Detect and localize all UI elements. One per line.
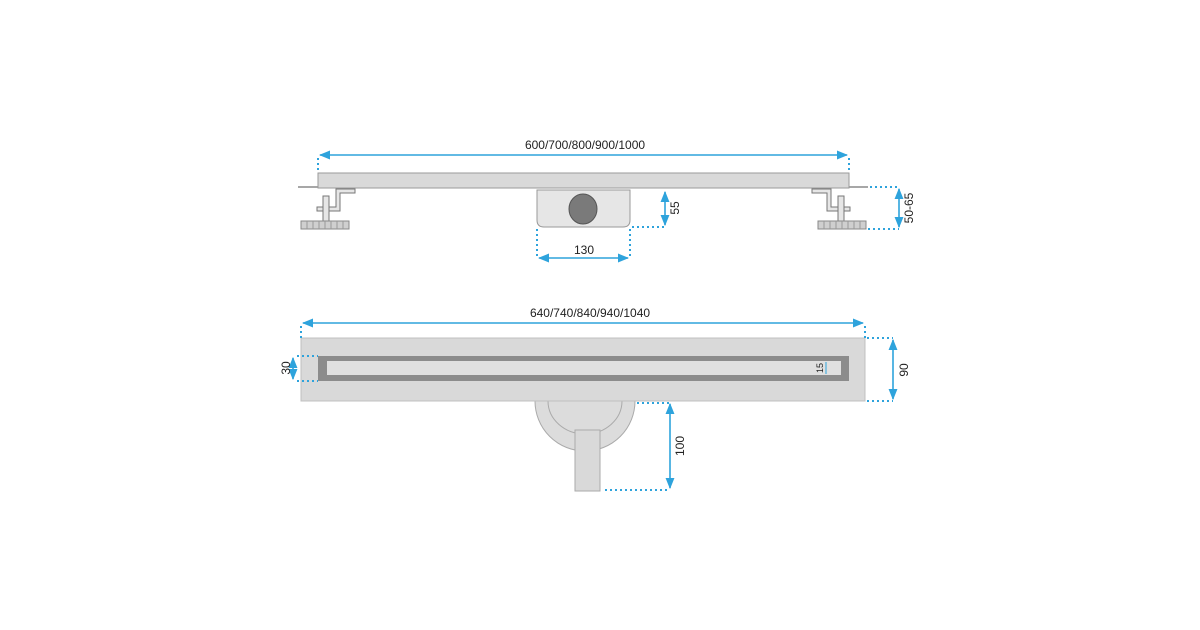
length-dimension: 640/740/840/940/1040 [300, 306, 866, 338]
inner-slot-label: 15 [815, 363, 825, 373]
slot-width-dimension: 30 [279, 355, 318, 382]
outlet-width-label: 130 [574, 243, 594, 257]
outlet-height-dimension: 55 [632, 190, 682, 228]
total-width-label: 90 [897, 363, 911, 377]
outlet-width-dimension: 130 [536, 229, 631, 263]
total-width-dimension: 90 [867, 337, 911, 402]
outlet-depth-dimension: 100 [605, 402, 687, 491]
outlet-pipe [574, 429, 601, 492]
left-foot [300, 188, 356, 230]
inner-slot-dimension: 15 [815, 362, 827, 374]
top-view: 640/740/840/940/1040 30 15 90 100 [279, 306, 911, 492]
length-label: 600/700/800/900/1000 [525, 138, 645, 152]
adjust-height-label: 50-65 [902, 192, 916, 223]
outlet-pipe [568, 193, 598, 225]
length-dimension: 600/700/800/900/1000 [317, 138, 850, 173]
adjust-height-dimension: 50-65 [868, 186, 916, 230]
channel-body [317, 172, 850, 189]
grate-slot [327, 361, 841, 375]
length-label: 640/740/840/940/1040 [530, 306, 650, 320]
side-view: 600/700/800/900/1000 55 130 50-65 [298, 138, 916, 263]
slot-width-label: 30 [279, 361, 293, 375]
outlet-depth-label: 100 [673, 436, 687, 456]
right-foot [811, 188, 867, 230]
outlet-height-label: 55 [668, 201, 682, 215]
